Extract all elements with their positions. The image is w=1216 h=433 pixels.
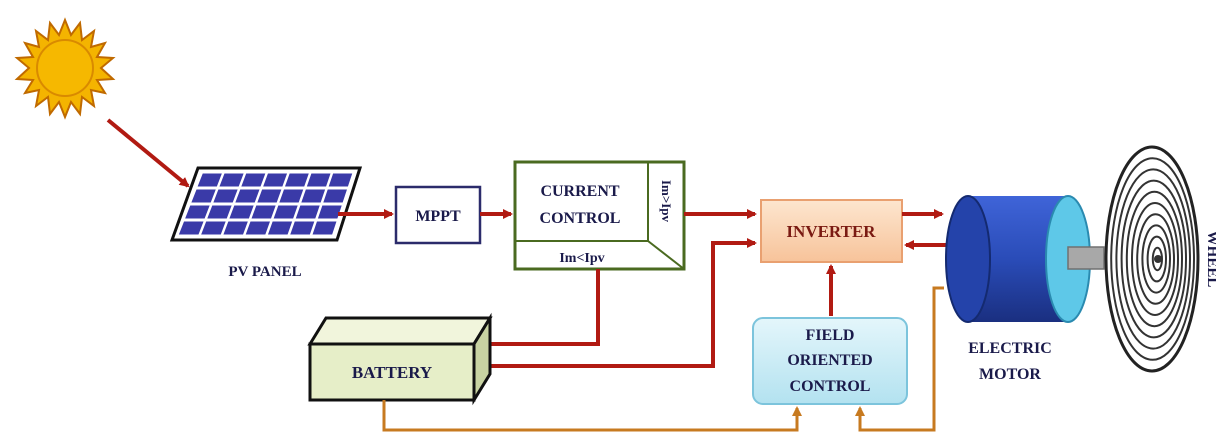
- foc-line1: FIELD: [806, 327, 855, 344]
- solar-cell: [191, 189, 216, 203]
- current-control-line2: CONTROL: [540, 210, 621, 227]
- inverter-block: INVERTER: [760, 199, 903, 263]
- current-control-to-battery-arrow: [480, 269, 600, 349]
- wheel-ring: [1131, 202, 1179, 316]
- solar-cell: [213, 189, 238, 203]
- current-control-block: CURRENT CONTROL Im<Ipv Im>Ipv: [513, 160, 686, 271]
- electric-motor-icon: [945, 195, 1105, 323]
- battery-label: BATTERY: [352, 363, 432, 382]
- solar-cell: [229, 205, 254, 219]
- field-oriented-control-block: FIELD ORIENTED CONTROL: [752, 317, 908, 405]
- solar-cell: [290, 221, 315, 235]
- mppt-block: MPPT: [394, 185, 482, 245]
- solar-cell: [323, 189, 347, 203]
- foc-line3: CONTROL: [790, 378, 871, 395]
- solar-cell: [273, 205, 298, 219]
- wheel-ring: [1115, 168, 1191, 350]
- solar-cell: [295, 205, 320, 219]
- wheel-ring: [1141, 224, 1171, 294]
- wheel-label: WHEEL: [1204, 231, 1216, 288]
- wheel-hub: [1154, 255, 1162, 263]
- mppt-label: MPPT: [415, 208, 461, 225]
- solar-cell: [201, 221, 226, 235]
- solar-cell: [185, 205, 210, 219]
- solar-cell: [301, 189, 326, 203]
- sun-icon: [14, 17, 116, 120]
- sun-to-panel-arrow: [106, 118, 190, 188]
- wheel-icon: [1104, 145, 1200, 373]
- solar-cell: [241, 173, 266, 187]
- solar-cell: [219, 173, 244, 187]
- wheel-ring: [1110, 157, 1195, 361]
- solar-cell: [223, 221, 248, 235]
- solar-cell: [235, 189, 260, 203]
- wheel-ring: [1120, 179, 1188, 339]
- solar-cell: [207, 205, 232, 219]
- solar-cell: [317, 205, 342, 219]
- condition-im-gt-ipv: Im>Ipv: [659, 180, 674, 223]
- solar-cell: [267, 221, 293, 235]
- wheel-ring: [1136, 213, 1175, 305]
- solar-cell: [178, 221, 204, 235]
- battery-to-inverter-arrow: [482, 238, 757, 368]
- solar-cell: [312, 221, 337, 235]
- solar-cell: [251, 205, 276, 219]
- inverter-label: INVERTER: [786, 222, 876, 241]
- solar-cell: [285, 173, 309, 187]
- wheel-ring: [1125, 190, 1184, 328]
- current-control-line1: CURRENT: [540, 183, 619, 200]
- motor-label-line2: MOTOR: [979, 366, 1041, 383]
- solar-cell: [306, 173, 331, 187]
- wheel-ring: [1146, 235, 1168, 283]
- pv-panel-label: PV PANEL: [228, 264, 301, 280]
- solar-cell: [197, 173, 222, 187]
- motor-label-line1: ELECTRIC: [968, 340, 1052, 357]
- solar-cell: [245, 221, 270, 235]
- motor-to-foc-feedback-arrow: [855, 286, 944, 432]
- solar-cell: [263, 173, 288, 187]
- battery-icon: BATTERY: [307, 312, 493, 406]
- solar-cell: [328, 173, 353, 187]
- foc-line2: ORIENTED: [787, 352, 872, 369]
- condition-im-lt-ipv: Im<Ipv: [559, 251, 604, 266]
- solar-cell: [279, 189, 304, 203]
- solar-panel-icon: [169, 166, 363, 242]
- battery-to-foc-feedback-arrow: [382, 400, 802, 432]
- solar-cell: [257, 189, 282, 203]
